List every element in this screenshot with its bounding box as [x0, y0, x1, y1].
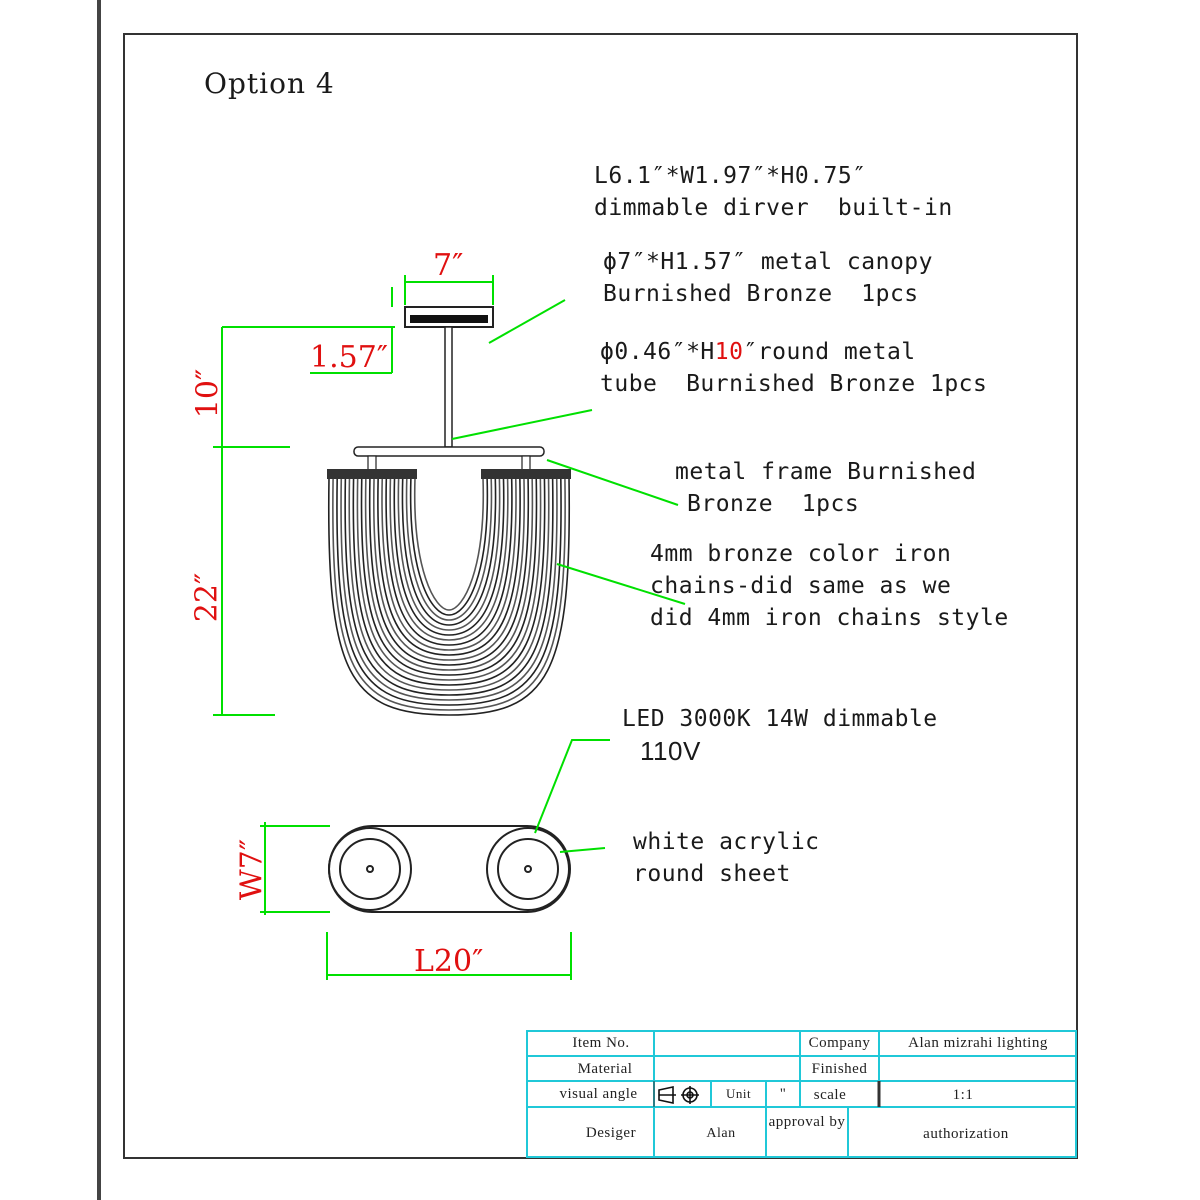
chain-strand — [385, 477, 513, 646]
dimension-tube-length: 10″ — [190, 368, 226, 419]
canopy — [404, 306, 494, 328]
driver-spec-line-1: L6.1″*W1.97″*H0.75″ — [594, 163, 867, 189]
dimension-canopy-width: 7″ — [433, 248, 464, 283]
finished-label: Finished — [811, 1061, 868, 1077]
tube-spec-length: 10 — [714, 339, 744, 365]
chain-strand — [372, 477, 526, 661]
led-spec-line-2: 110V — [640, 736, 701, 766]
company-value: Alan mizrahi lighting — [908, 1035, 1048, 1051]
chain-strand — [340, 477, 558, 701]
tube-spec-part-c: ″round metal — [743, 339, 916, 365]
acrylic-spec-line-1: white acrylic — [633, 829, 820, 855]
scale-label: scale — [813, 1087, 847, 1103]
chain-strand — [393, 477, 505, 636]
frame-spec-line-2: Bronze 1pcs — [687, 491, 860, 517]
dimension-plan-length: L20″ — [414, 944, 484, 979]
chain-body — [327, 477, 571, 716]
approval-label: approval by — [768, 1114, 846, 1130]
authorization-label: authorization — [923, 1126, 1009, 1142]
chains-spec-line-1: 4mm bronze color iron — [650, 541, 952, 567]
unit-label: Unit — [725, 1086, 752, 1101]
drawing-border — [123, 33, 1078, 1159]
chain-strand — [352, 477, 546, 686]
frame-bar-right — [481, 469, 571, 479]
frame-spec-line-1: metal frame Burnished — [675, 459, 977, 485]
dimension-lines-plan — [260, 739, 610, 980]
designer-value: Alan — [706, 1126, 736, 1141]
company-label: Company — [808, 1035, 871, 1051]
chain-strand — [364, 477, 534, 671]
driver-spec-line-2: dimmable dirver built-in — [594, 195, 953, 221]
metal-frame — [353, 446, 545, 471]
metal-tube — [444, 326, 453, 448]
chain-strand — [409, 477, 489, 616]
title-block-grid — [526, 1030, 1077, 1158]
chain-strand — [336, 477, 562, 706]
canopy-spec-line-1: ϕ7″*H1.57″ metal canopy — [603, 249, 933, 275]
visual-angle-label: visual angle — [559, 1086, 638, 1102]
acrylic-spec-line-2: round sheet — [633, 861, 791, 887]
chains-spec-line-3: did 4mm iron chains style — [650, 605, 1009, 631]
chain-strand — [377, 477, 521, 656]
chain-strand — [348, 477, 550, 691]
chain-strand — [327, 477, 571, 716]
leader-lines-elevation — [451, 299, 686, 605]
unit-value: " — [779, 1086, 787, 1102]
chain-strand — [405, 477, 493, 621]
title-block: Item No. Company Alan mizrahi lighting M… — [526, 1030, 1077, 1158]
chain-strand — [368, 477, 530, 666]
chain-strand — [413, 477, 485, 611]
chain-strand — [332, 477, 566, 711]
chain-strand — [381, 477, 517, 651]
dimension-lines-elevation — [213, 275, 494, 716]
chain-strand — [389, 477, 509, 641]
designer-label: Desiger — [585, 1125, 637, 1141]
frame-bar-left — [327, 469, 417, 479]
chain-strand — [397, 477, 501, 631]
page-title: Option 4 — [204, 67, 335, 100]
projection-symbol-icon — [656, 1085, 706, 1105]
item-no-label: Item No. — [572, 1035, 630, 1051]
tube-spec-line-2: tube Burnished Bronze 1pcs — [600, 371, 988, 397]
tube-spec-part-a: ϕ0.46″*H — [600, 339, 715, 365]
dimension-plan-width: W7″ — [234, 838, 270, 901]
chain-strand — [344, 477, 554, 696]
chain-strand — [401, 477, 497, 626]
material-label: Material — [577, 1061, 633, 1077]
tube-spec-line-1: ϕ0.46″*H10″round metal — [600, 336, 916, 368]
led-spec-line-1: LED 3000K 14W dimmable — [622, 706, 938, 732]
scale-value: 1:1 — [952, 1087, 974, 1103]
chain-strand — [360, 477, 538, 676]
chains-spec-line-2: chains-did same as we — [650, 573, 952, 599]
plan-view-body — [328, 825, 571, 913]
canopy-spec-line-2: Burnished Bronze 1pcs — [603, 281, 919, 307]
dimension-canopy-height: 1.57″ — [310, 340, 389, 375]
dimension-body-height: 22″ — [189, 572, 225, 623]
chain-strand — [356, 477, 542, 681]
